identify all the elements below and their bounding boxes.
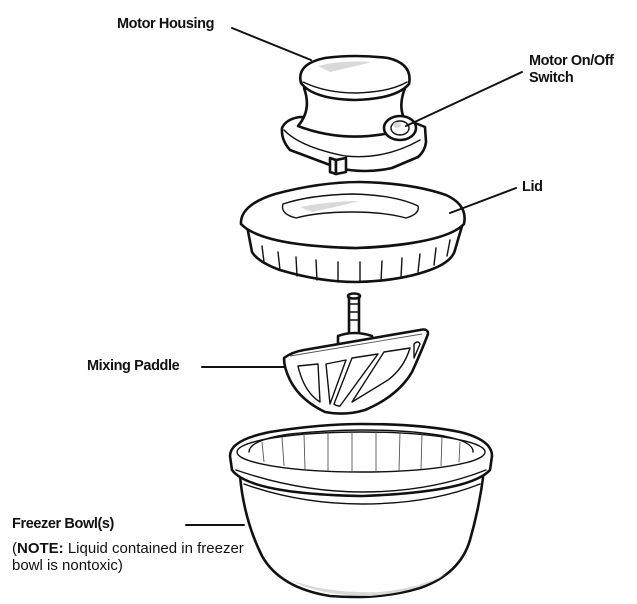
label-lid: Lid (522, 179, 543, 195)
freezer-bowl (228, 422, 494, 599)
leader-lines (185, 27, 523, 526)
label-motor-switch: Motor On/Off Switch (529, 53, 629, 87)
note-label: NOTE: (17, 540, 64, 557)
lid (239, 180, 466, 284)
note-open-paren: ( (12, 540, 17, 557)
motor-housing (280, 54, 428, 176)
note-text: Liquid contained in freezer bowl is nont… (12, 540, 244, 574)
label-freezer-bowl: Freezer Bowl(s) (12, 516, 114, 532)
label-motor-switch-line2: Switch (529, 70, 574, 86)
leader-motor-housing (231, 27, 312, 61)
label-motor-switch-line1: Motor On/Off (529, 53, 614, 69)
leader-motor-switch (405, 71, 523, 127)
label-mixing-paddle: Mixing Paddle (87, 358, 180, 374)
label-motor-housing: Motor Housing (117, 16, 215, 32)
mixing-paddle (282, 292, 430, 415)
leader-lid (449, 187, 517, 214)
freezer-bowl-note: (NOTE: Liquid contained in freezer bowl … (12, 540, 272, 574)
